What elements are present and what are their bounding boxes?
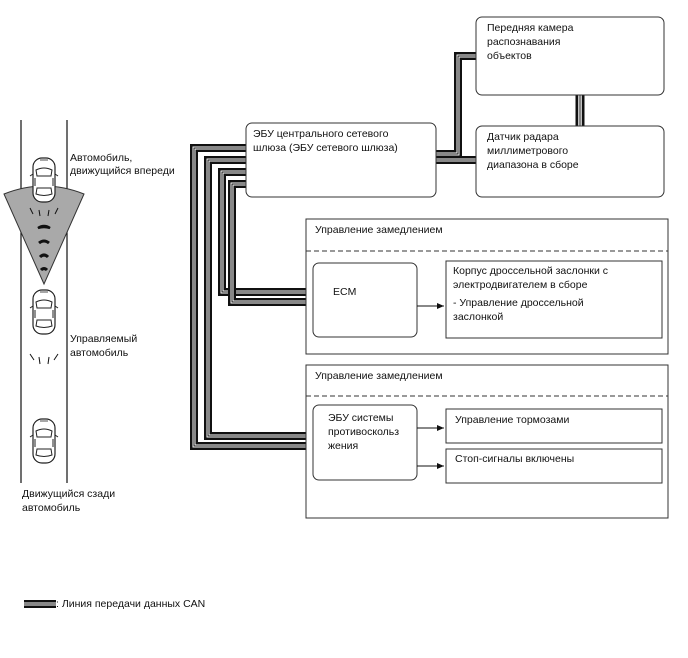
abs-label-line2: противоскольз (328, 426, 399, 438)
front-camera-box (475, 16, 665, 96)
can-line-gateway-abs (190, 144, 313, 450)
road-illustration (3, 120, 85, 483)
rear-car-label-line2: автомобиль (22, 502, 81, 514)
brake-control-box (445, 408, 663, 444)
gateway-label-line2: шлюза (ЭБУ сетевого шлюза) (253, 142, 398, 154)
group1-title: Управление замедлением (315, 224, 443, 236)
radar-wave-marks (37, 224, 51, 272)
ecm-label: ECM (333, 286, 356, 298)
group2-title: Управление замедлением (315, 370, 443, 382)
ecm-box (312, 262, 418, 338)
camera-label-line3: объектов (487, 50, 532, 62)
throttle-label-line4: заслонкой (453, 311, 503, 323)
abs-ecu-box (312, 404, 418, 481)
throttle-body-box (445, 260, 663, 339)
radar-sensor-box (475, 125, 665, 198)
abs-label-line1: ЭБУ системы (328, 412, 393, 424)
radar-label-line1: Датчик радара (487, 131, 559, 143)
own-car-label-line1: Управляемый (70, 333, 137, 345)
front-car-label-line1: Автомобиль, (70, 152, 132, 164)
can-line-gateway-abs-inner (204, 156, 313, 440)
throttle-label-line2: электродвигателем в сборе (453, 279, 588, 291)
throttle-label-line3: - Управление дроссельной (453, 297, 584, 309)
can-legend-label: : Линия передачи данных CAN (56, 598, 205, 610)
throttle-label-line1: Корпус дроссельной заслонки с (453, 265, 608, 277)
front-car-icon (29, 157, 59, 203)
camera-label-line1: Передняя камера (487, 22, 574, 34)
rear-car-label-line1: Движущийся сзади (22, 488, 115, 500)
can-line-gateway-ecm-inner (228, 180, 313, 306)
gateway-label-line1: ЭБУ центрального сетевого (253, 128, 389, 140)
own-car-label-line2: автомобиль (70, 347, 129, 359)
can-bus-lines (190, 52, 585, 450)
camera-label-line2: распознавания (487, 36, 560, 48)
brake-control-label: Управление тормозами (455, 414, 569, 426)
gateway-ecu-box (245, 122, 437, 198)
radar-label-line3: диапазона в сборе (487, 159, 579, 171)
own-car-icon (29, 289, 59, 335)
abs-label-line3: жения (328, 440, 358, 452)
stop-lamp-box (445, 448, 663, 484)
stop-lamp-label: Стоп-сигналы включены (455, 453, 574, 465)
own-car-motion-marks (29, 353, 59, 365)
can-line-gateway-ecm (218, 168, 313, 296)
radar-label-line2: миллиметрового (487, 145, 568, 157)
can-line-gateway-camera (436, 52, 476, 158)
front-car-motion-marks (29, 207, 59, 217)
front-car-label-line2: движущийся впереди (70, 165, 175, 177)
rear-car-icon (29, 418, 59, 464)
